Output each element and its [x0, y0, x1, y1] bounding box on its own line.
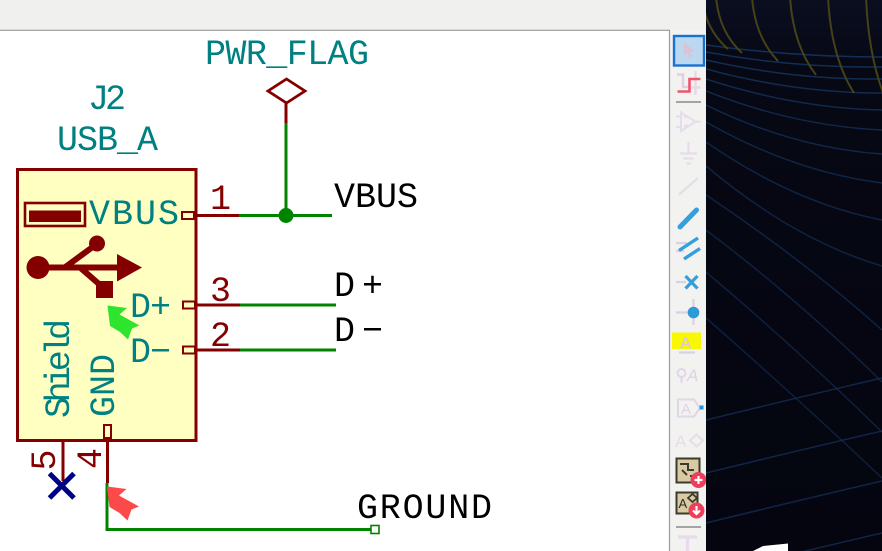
svg-text:4: 4: [72, 448, 112, 469]
svg-text:PWR_FLAG: PWR_FLAG: [205, 35, 369, 75]
svg-text:USB_A: USB_A: [57, 121, 158, 161]
svg-text:J2: J2: [88, 80, 126, 120]
svg-text:A: A: [675, 432, 687, 451]
svg-text:2: 2: [210, 317, 231, 357]
svg-text:VBUS: VBUS: [89, 195, 179, 235]
svg-text:3: 3: [210, 272, 231, 312]
svg-text:A: A: [686, 366, 698, 385]
svg-text:VBUS: VBUS: [334, 178, 418, 218]
svg-text:D−: D−: [130, 333, 171, 373]
svg-text:1: 1: [210, 180, 231, 220]
svg-text:A: A: [680, 334, 692, 353]
svg-text:A: A: [681, 401, 691, 418]
svg-text:D+: D+: [130, 288, 171, 328]
svg-text:GND: GND: [85, 354, 125, 417]
svg-text:GROUND: GROUND: [357, 489, 492, 529]
svg-text:A: A: [679, 496, 688, 511]
svg-text:5: 5: [26, 449, 66, 470]
svg-text:Shield: Shield: [40, 319, 80, 418]
